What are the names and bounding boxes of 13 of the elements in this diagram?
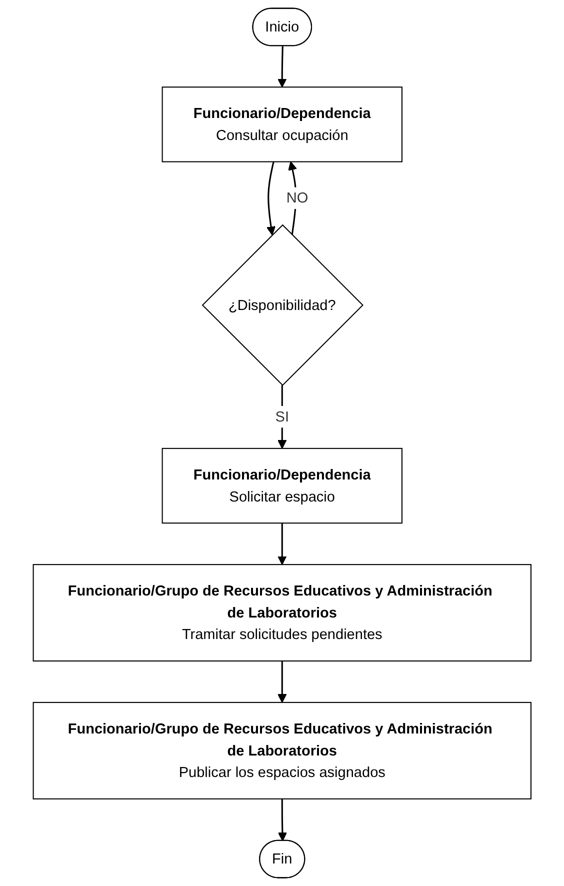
node-box: Funcionario/Dependencia Solicitar espacio [162, 448, 402, 524]
arrow [277, 385, 287, 449]
node-box: Funcionario/Grupo de Recursos Educativos y Administración de Laboratorios Tramitar solicitudes pendientes [32, 564, 532, 662]
arrow [277, 523, 287, 565]
arrow [266, 162, 276, 236]
edge-label: SI [275, 408, 289, 425]
edge-label: NO [286, 189, 308, 206]
arrow [277, 661, 287, 703]
arrow [277, 46, 287, 88]
node-box: Funcionario/Grupo de Recursos Educativos y Administración de Laboratorios Publicar los espacios asignados [32, 702, 532, 800]
node-box: Funcionario/Dependencia Consultar ocupación [162, 86, 402, 162]
arrow [278, 798, 287, 842]
node-diamond: ¿Disponibilidad? [202, 224, 364, 386]
